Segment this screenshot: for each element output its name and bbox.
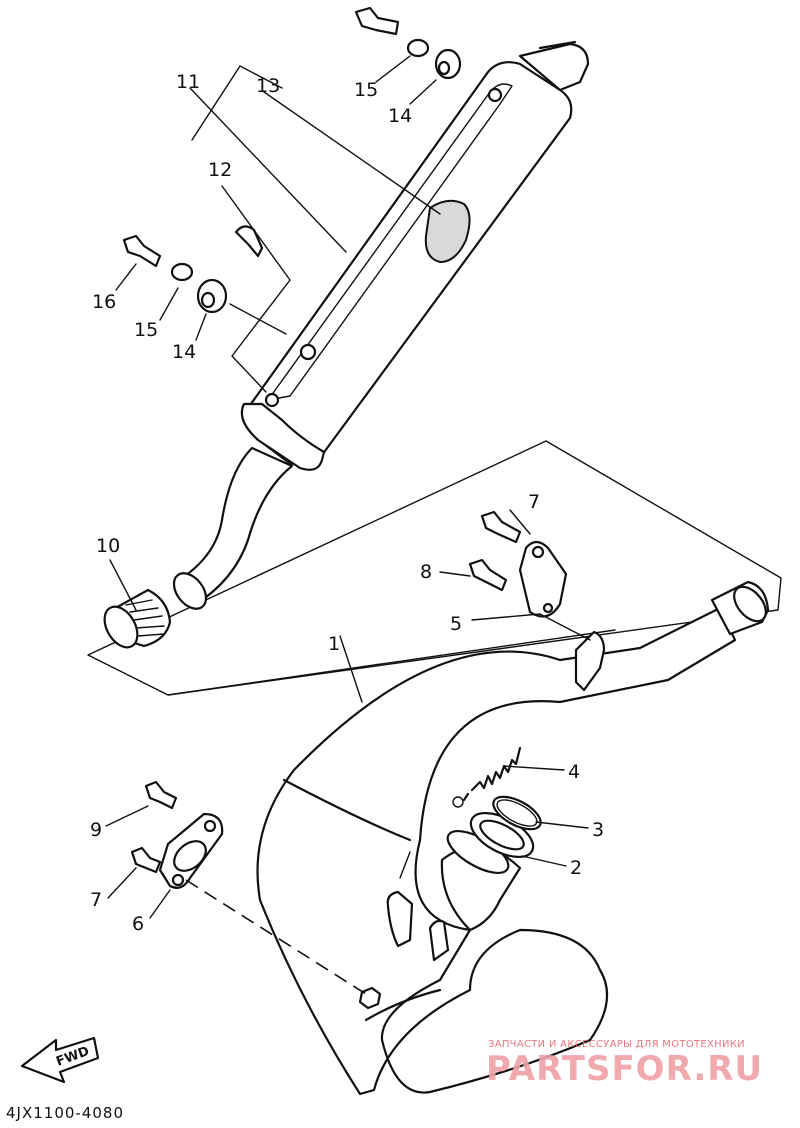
callout-2: 2	[570, 857, 582, 879]
alignment-dash	[185, 879, 367, 995]
pipe-bracket-upper	[574, 630, 606, 692]
inlet-pipe-end	[172, 572, 208, 610]
callout-14-lower: 14	[172, 341, 196, 363]
callout-5: 5	[450, 613, 462, 635]
rivet-12	[234, 225, 264, 258]
callout-8: 8	[420, 561, 432, 583]
nut	[358, 986, 382, 1010]
leader-lines	[105, 55, 591, 995]
silencer-outlet	[518, 42, 590, 92]
callout-13: 13	[256, 75, 280, 97]
exhaust-pipe	[256, 606, 737, 1096]
pipe-bracket-lower	[386, 890, 414, 948]
silencer-mount-hole-bottom	[299, 343, 317, 361]
callout-14-upper: 14	[388, 105, 412, 127]
subassembly-frame-right	[167, 629, 616, 696]
exhaust-joint-end	[103, 605, 139, 649]
pipe-weld-seam-lower	[364, 988, 442, 1022]
pipe-weld-seam-upper	[282, 778, 412, 842]
callout-labels: 1 2 3 4 5 6 7 7 8 9 10 11 12 13 14 14 15…	[90, 71, 604, 935]
callout-10: 10	[96, 535, 120, 557]
callout-12: 12	[208, 159, 232, 181]
bolt-16	[122, 234, 162, 268]
callout-16: 16	[92, 291, 116, 313]
collar-upper	[406, 38, 430, 58]
bolt-7-upper	[480, 510, 522, 544]
silencer-front-cap	[240, 402, 326, 471]
collar-lower	[170, 262, 194, 282]
bolt-9	[144, 780, 178, 810]
callout-7-upper: 7	[528, 491, 540, 513]
spring	[462, 746, 522, 802]
callout-11: 11	[176, 71, 200, 93]
watermark-tagline: ЗАПЧАСТИ И АКСЕССУАРЫ ДЛЯ МОТОТЕХНИКИ	[488, 1039, 745, 1050]
diagram-code: 4JX1100-4080	[6, 1104, 124, 1122]
bolt-8	[468, 558, 508, 592]
watermark-logo: PARTSFOR.RU	[486, 1049, 763, 1089]
bolt-7-lower	[130, 846, 162, 874]
fwd-arrow: FWD	[20, 1036, 100, 1084]
fwd-arrow-icon	[20, 1036, 100, 1084]
silencer-mount-hole-top	[487, 87, 503, 103]
exhaust-pipe-assembly	[256, 580, 770, 1096]
silencer-assembly	[87, 40, 782, 696]
silencer-mount-hole-lower	[264, 392, 280, 408]
callout-7-lower: 7	[90, 889, 102, 911]
watermark: ЗАПЧАСТИ И АКСЕССУАРЫ ДЛЯ МОТОТЕХНИКИ PA…	[486, 1039, 763, 1089]
small-parts	[122, 6, 568, 1010]
callout-15-upper: 15	[354, 79, 378, 101]
exhaust-pipe-tail-end	[733, 585, 767, 623]
callout-9: 9	[90, 819, 102, 841]
callout-6: 6	[132, 913, 144, 935]
callout-15-lower: 15	[134, 319, 158, 341]
subassembly-frame	[87, 440, 782, 696]
callout-3: 3	[592, 819, 604, 841]
silencer-fiber-patch	[424, 199, 471, 264]
bolt-top	[354, 6, 400, 36]
pipe-tab-mid	[428, 919, 450, 962]
callout-1: 1	[328, 633, 340, 655]
callout-4: 4	[568, 761, 580, 783]
